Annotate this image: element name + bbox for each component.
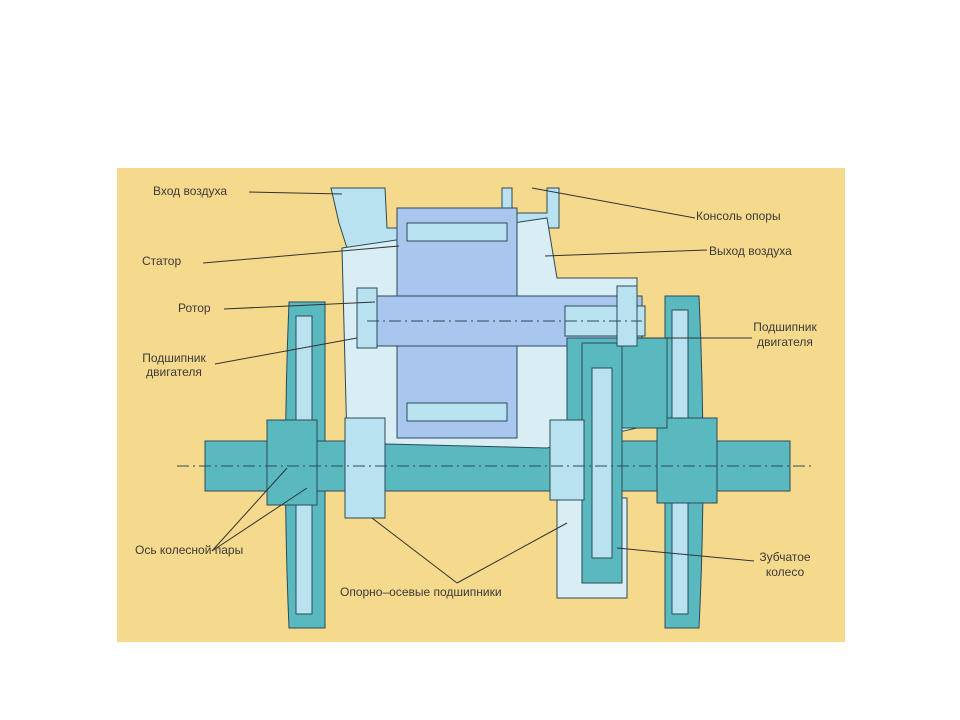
label-wheelset-axle: Ось колесной пары	[135, 543, 244, 557]
leader-gear	[616, 547, 755, 562]
stator-upper-teeth	[406, 222, 508, 242]
leader-rotor	[223, 301, 376, 310]
stator-upper	[396, 207, 518, 304]
air-inlet-housing	[330, 187, 402, 249]
leader-air-in	[248, 191, 343, 195]
label-stator: Статор	[142, 254, 182, 268]
label-motor-bearing-left-line2: двигателя	[146, 365, 202, 379]
label-motor-bearing-right-line1: Подшипник	[753, 320, 817, 334]
label-support-bracket: Консоль опоры	[696, 209, 781, 223]
motor-cross-section-drawing	[177, 187, 812, 629]
label-motor-bearing-right-line2: двигателя	[757, 335, 813, 349]
label-air-out: Выход воздуха	[709, 244, 792, 258]
label-rotor: Ротор	[178, 301, 211, 315]
label-motor-bearing-left-line1: Подшипник	[142, 351, 206, 365]
leader-axle-a	[211, 467, 288, 552]
stator-lower	[396, 342, 518, 439]
leader-axial-b	[456, 522, 568, 584]
leader-axle-b	[211, 487, 308, 552]
axial-bearing-right	[549, 419, 585, 501]
leader-support	[531, 187, 696, 219]
left-wheel-hub	[266, 419, 318, 506]
label-gear-wheel-line1: Зубчатое	[759, 550, 811, 564]
stator-lower-teeth	[406, 402, 508, 422]
label-air-in: Вход воздуха	[153, 184, 228, 198]
gear-wheel-web	[591, 367, 613, 559]
leader-stator	[202, 245, 400, 264]
right-wheel-hub	[656, 417, 718, 504]
leader-axial-a	[371, 517, 458, 584]
label-gear-wheel-line2: колесо	[765, 565, 805, 579]
motor-bearing-right	[616, 285, 638, 347]
leader-air-out	[544, 249, 708, 257]
motor-bearing-left	[356, 287, 378, 349]
leader-motor-bearing-left	[214, 337, 358, 365]
axial-bearing-left	[344, 417, 386, 519]
traction-motor-diagram: Вход воздуха Статор Ротор Подшипник двиг…	[117, 168, 845, 642]
label-axial-bearings: Опорно–осевые подшипники	[340, 585, 502, 599]
